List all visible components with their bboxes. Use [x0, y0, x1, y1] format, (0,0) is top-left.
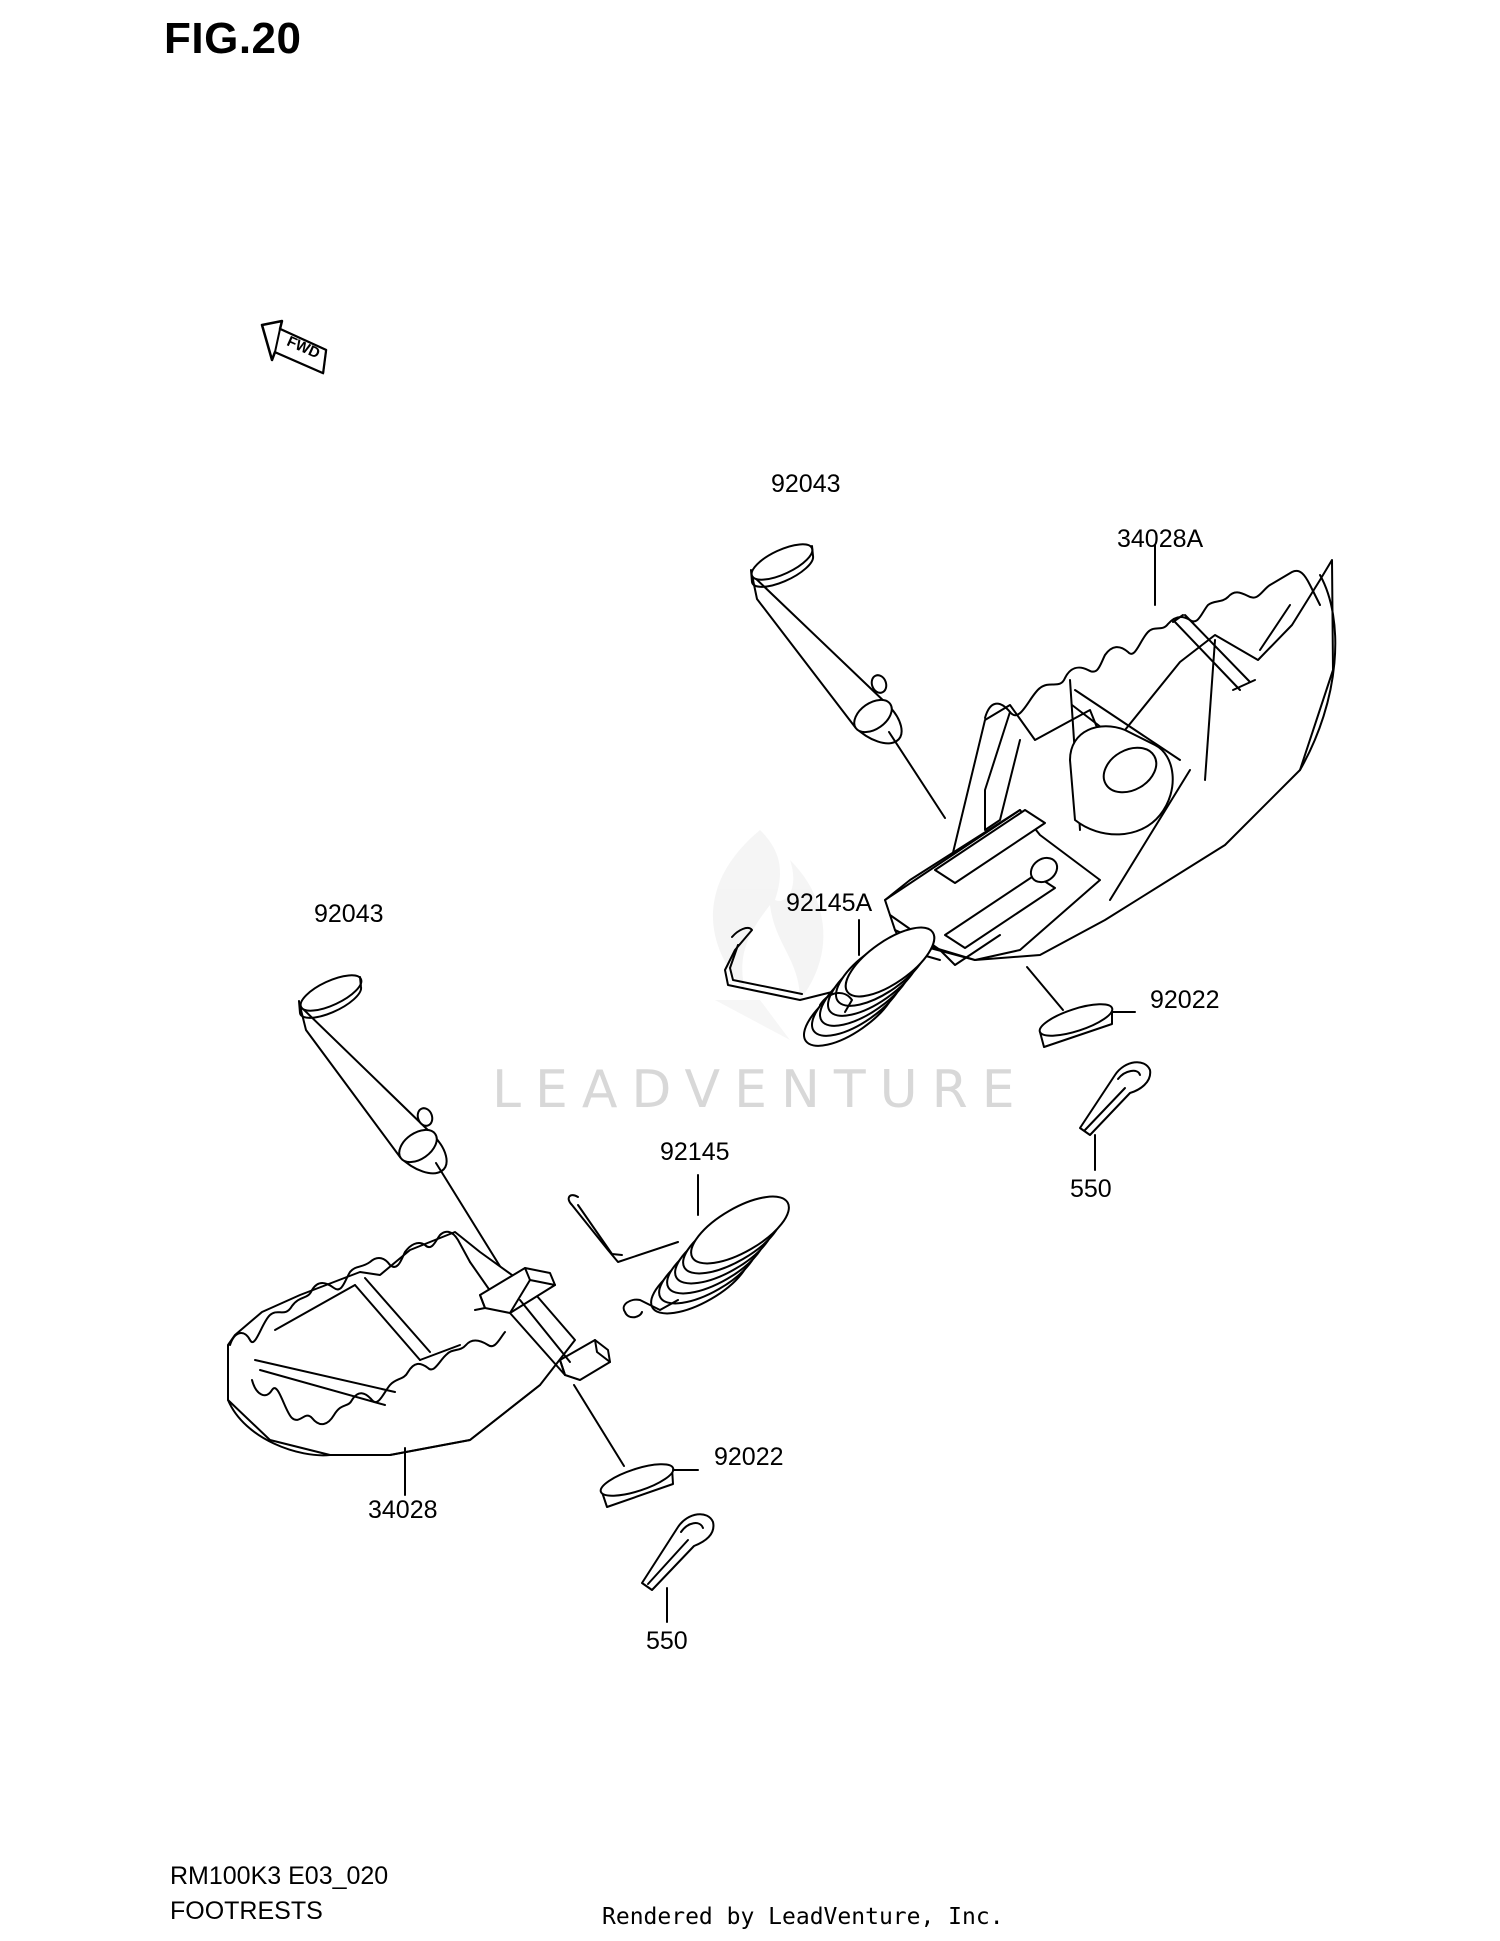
- washer-left-92022: [599, 1463, 675, 1508]
- label-spring-right: 92145A: [786, 889, 873, 917]
- label-cotter-right: 550: [1070, 1175, 1112, 1203]
- label-footrest-right: 34028A: [1117, 525, 1204, 553]
- label-cotter-left: 550: [646, 1627, 688, 1655]
- footrest-right-34028A: [884, 559, 1337, 966]
- leader-washer-left-axis: [573, 1384, 625, 1467]
- cotter-pin-right-550: [1079, 1061, 1152, 1136]
- label-pin-lower: 92043: [314, 900, 384, 928]
- label-spring-left: 92145: [660, 1138, 730, 1166]
- figure-title: FIG.20: [164, 14, 302, 63]
- clevis-pin-upper: [750, 543, 903, 745]
- spring-left-coils: [650, 1195, 790, 1315]
- footrest-left-34028: [227, 1230, 611, 1457]
- label-footrest-left: 34028: [368, 1496, 438, 1524]
- label-washer-left: 92022: [714, 1443, 784, 1471]
- diagram-code: RM100K3 E03_020: [170, 1862, 389, 1890]
- label-washer-right: 92022: [1150, 986, 1220, 1014]
- leader-pin-upper: [888, 731, 946, 819]
- leader-pin-lower: [435, 1162, 507, 1277]
- clevis-pin-lower: [298, 974, 448, 1175]
- spring-right-92145A: [724, 926, 936, 1047]
- leader-washer-right-axis: [1026, 966, 1064, 1011]
- diagram-title: FOOTRESTS: [170, 1897, 323, 1925]
- spring-left-92145: [567, 1194, 790, 1319]
- leadventure-watermark: LEADVENTURE: [492, 830, 1029, 1120]
- cotter-pin-left-550: [641, 1513, 715, 1591]
- forward-direction-badge: FWD: [260, 319, 328, 375]
- washer-right-92022: [1038, 1003, 1114, 1048]
- label-pin-upper: 92043: [771, 470, 841, 498]
- render-credit: Rendered by LeadVenture, Inc.: [602, 1904, 1004, 1930]
- watermark-text: LEADVENTURE: [492, 1060, 1029, 1120]
- watermark-flame-logo: [712, 830, 824, 1040]
